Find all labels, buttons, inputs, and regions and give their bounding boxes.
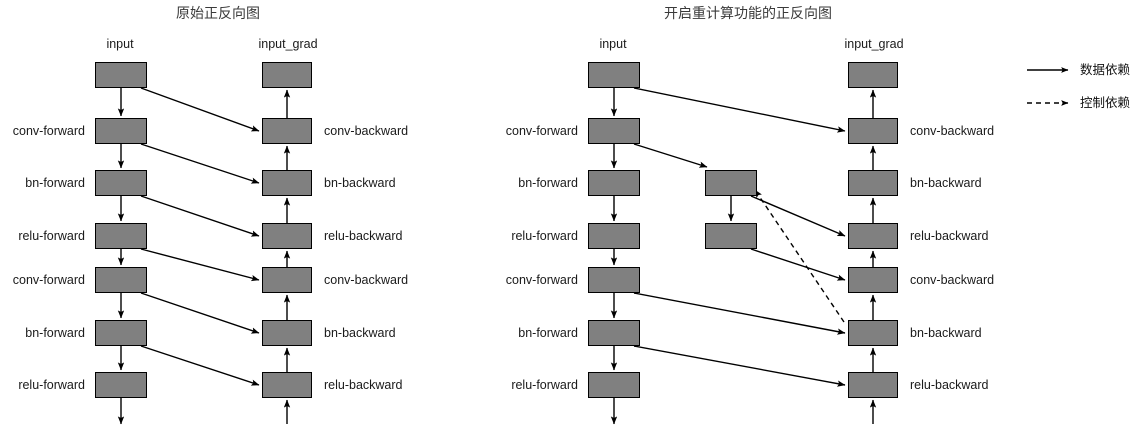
forward-node-original-2[interactable] xyxy=(95,170,147,196)
forward-node-original-6[interactable] xyxy=(95,372,147,398)
data-dep-recompute-recompute-in xyxy=(633,143,708,168)
backward-label-recompute-5: bn-backward xyxy=(910,325,982,340)
forward-node-original-5[interactable] xyxy=(95,320,147,346)
recompute-node-recompute-0[interactable] xyxy=(705,170,757,196)
forward-node-original-1[interactable] xyxy=(95,118,147,144)
forward-label-recompute-1: conv-forward xyxy=(505,123,578,138)
forward-label-recompute-6: relu-forward xyxy=(511,377,578,392)
forward-node-original-4[interactable] xyxy=(95,267,147,293)
backward-node-recompute-0[interactable] xyxy=(848,62,898,88)
forward-label-original-1: conv-forward xyxy=(12,123,85,138)
backward-node-recompute-6[interactable] xyxy=(848,372,898,398)
backward-node-recompute-5[interactable] xyxy=(848,320,898,346)
data-dep-recompute-0 xyxy=(633,87,846,133)
data-dep-original-5 xyxy=(140,345,260,386)
data-dep-original-0 xyxy=(140,87,260,132)
data-dep-original-4 xyxy=(140,292,260,334)
forward-node-recompute-2[interactable] xyxy=(588,170,640,196)
data-dep-original-1 xyxy=(140,143,260,184)
forward-node-recompute-0[interactable] xyxy=(588,62,640,88)
backward-label-recompute-2: bn-backward xyxy=(910,175,982,190)
forward-label-original-5: bn-forward xyxy=(25,325,85,340)
backward-node-original-2[interactable] xyxy=(262,170,312,196)
legend-control-dependency-label: 控制依赖 xyxy=(1080,95,1131,110)
forward-node-original-0[interactable] xyxy=(95,62,147,88)
forward-node-recompute-5[interactable] xyxy=(588,320,640,346)
forward-label-recompute-4: conv-forward xyxy=(505,272,578,287)
forward-node-recompute-1[interactable] xyxy=(588,118,640,144)
backward-label-recompute-4: conv-backward xyxy=(910,272,995,287)
backward-node-recompute-4[interactable] xyxy=(848,267,898,293)
backward-label-original-1: conv-backward xyxy=(324,123,409,138)
column-header-original-1: input_grad xyxy=(258,37,318,51)
data-dep-recompute-4 xyxy=(633,345,846,387)
data-dep-recompute-3 xyxy=(633,292,846,335)
forward-node-recompute-4[interactable] xyxy=(588,267,640,293)
diagram-title-recompute: 开启重计算功能的正反向图 xyxy=(664,7,832,22)
forward-label-original-4: conv-forward xyxy=(12,272,85,287)
backward-node-recompute-3[interactable] xyxy=(848,223,898,249)
forward-node-recompute-3[interactable] xyxy=(588,223,640,249)
forward-label-recompute-2: bn-forward xyxy=(518,175,578,190)
control-dep-recompute xyxy=(754,189,845,323)
backward-label-recompute-3: relu-backward xyxy=(910,228,989,243)
forward-node-original-3[interactable] xyxy=(95,223,147,249)
data-dep-recompute-1 xyxy=(750,195,846,237)
backward-label-recompute-1: conv-backward xyxy=(910,123,995,138)
column-header-recompute-0: input xyxy=(599,37,627,51)
backward-node-original-0[interactable] xyxy=(262,62,312,88)
forward-label-recompute-3: relu-forward xyxy=(511,228,578,243)
backward-label-original-3: relu-backward xyxy=(324,228,403,243)
forward-label-original-6: relu-forward xyxy=(18,377,85,392)
backward-node-original-3[interactable] xyxy=(262,223,312,249)
data-dep-original-3 xyxy=(140,248,260,282)
backward-label-recompute-6: relu-backward xyxy=(910,377,989,392)
column-header-recompute-1: input_grad xyxy=(844,37,904,51)
backward-node-original-6[interactable] xyxy=(262,372,312,398)
backward-node-recompute-1[interactable] xyxy=(848,118,898,144)
backward-label-original-4: conv-backward xyxy=(324,272,409,287)
backward-label-original-5: bn-backward xyxy=(324,325,396,340)
diagram-title-original: 原始正反向图 xyxy=(176,7,260,22)
forward-node-recompute-6[interactable] xyxy=(588,372,640,398)
forward-label-original-2: bn-forward xyxy=(25,175,85,190)
forward-label-recompute-5: bn-forward xyxy=(518,325,578,340)
data-dep-original-2 xyxy=(140,195,260,237)
forward-label-original-3: relu-forward xyxy=(18,228,85,243)
backward-label-original-6: relu-backward xyxy=(324,377,403,392)
backward-label-original-2: bn-backward xyxy=(324,175,396,190)
data-dep-recompute-2 xyxy=(750,248,846,281)
recompute-node-recompute-1[interactable] xyxy=(705,223,757,249)
backward-node-original-5[interactable] xyxy=(262,320,312,346)
backward-node-original-1[interactable] xyxy=(262,118,312,144)
column-header-original-0: input xyxy=(106,37,134,51)
legend-data-dependency-label: 数据依赖 xyxy=(1080,62,1131,77)
backward-node-recompute-2[interactable] xyxy=(848,170,898,196)
backward-node-original-4[interactable] xyxy=(262,267,312,293)
